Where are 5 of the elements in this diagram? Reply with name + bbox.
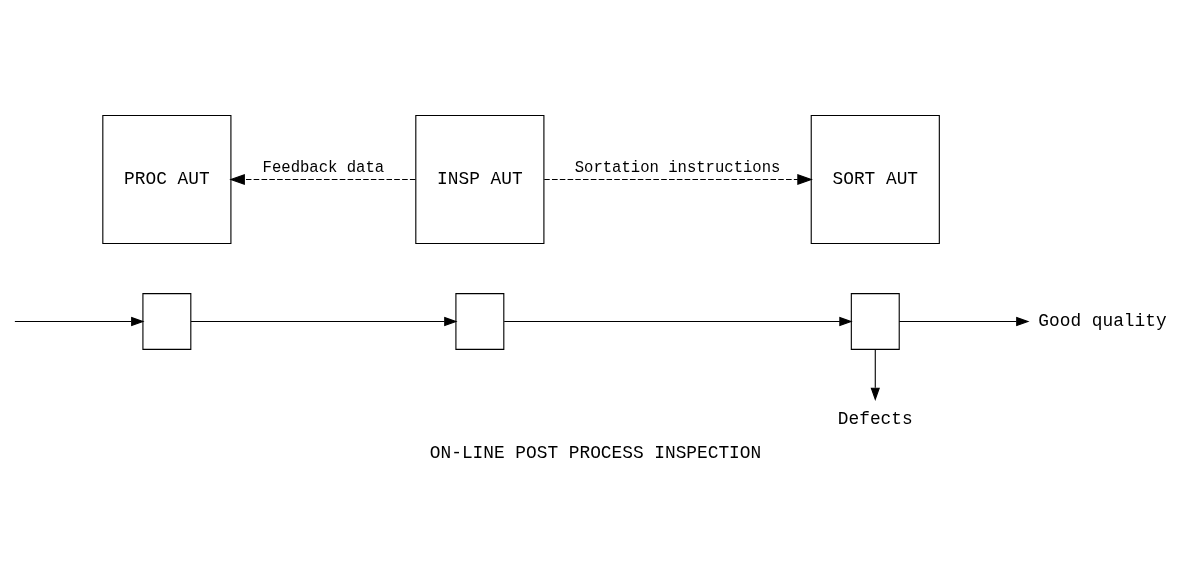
node-text: Defects xyxy=(837,408,913,429)
edge-label: Feedback data xyxy=(262,158,385,177)
edge-label: Sortation instructions xyxy=(574,158,781,177)
node-text: Good quality xyxy=(1038,310,1167,331)
caption: ON-LINE POST PROCESS INSPECTION xyxy=(429,443,762,464)
